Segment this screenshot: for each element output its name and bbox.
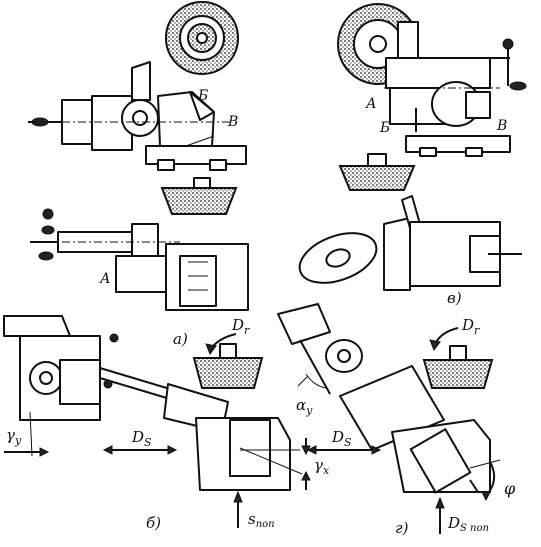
label-dr-b: Dr [231,316,250,337]
label-A-top-right: А [365,96,377,112]
label-ds-b: DS [131,428,152,449]
label-gamma-y: γy [6,426,22,447]
cup-wheel-view-g [422,345,494,389]
cup-wheel-top-left [160,177,238,215]
fixture-view-g [277,303,501,494]
label-ds-g: DS [331,428,352,449]
label-view-b: б) [146,514,161,532]
fixture-top-left [28,61,247,171]
fixture-view-b [3,315,303,491]
wheel-top-left [165,1,239,75]
label-view-v: в) [447,289,462,307]
fixture-view-v [298,195,522,291]
label-B-top-left: Б [197,88,208,104]
motion-arrows [4,327,496,534]
fixture-view-a [30,208,249,311]
diagram-labels: а) б) в) г) А А Б Б В В Dr Dr DS DS γy γ… [6,88,516,537]
label-gamma-x: γx [314,456,330,477]
label-V-top-left: В [227,114,238,130]
label-dr-g: Dr [461,316,480,337]
cup-wheel-view-b [192,343,264,389]
cup-wheel-top-right [338,153,416,191]
label-ds-pop: DS поп [447,514,489,534]
label-view-a: а) [173,330,188,348]
label-phi: φ [504,479,516,498]
fixture-top-right [384,38,527,157]
label-V-top-right: В [496,118,507,134]
label-view-g: г) [395,519,409,537]
label-s-pop: sпоп [248,510,275,530]
label-B-top-right: Б [379,120,390,136]
label-A-view-a: А [99,271,111,287]
label-alpha-y: αy [296,396,313,417]
